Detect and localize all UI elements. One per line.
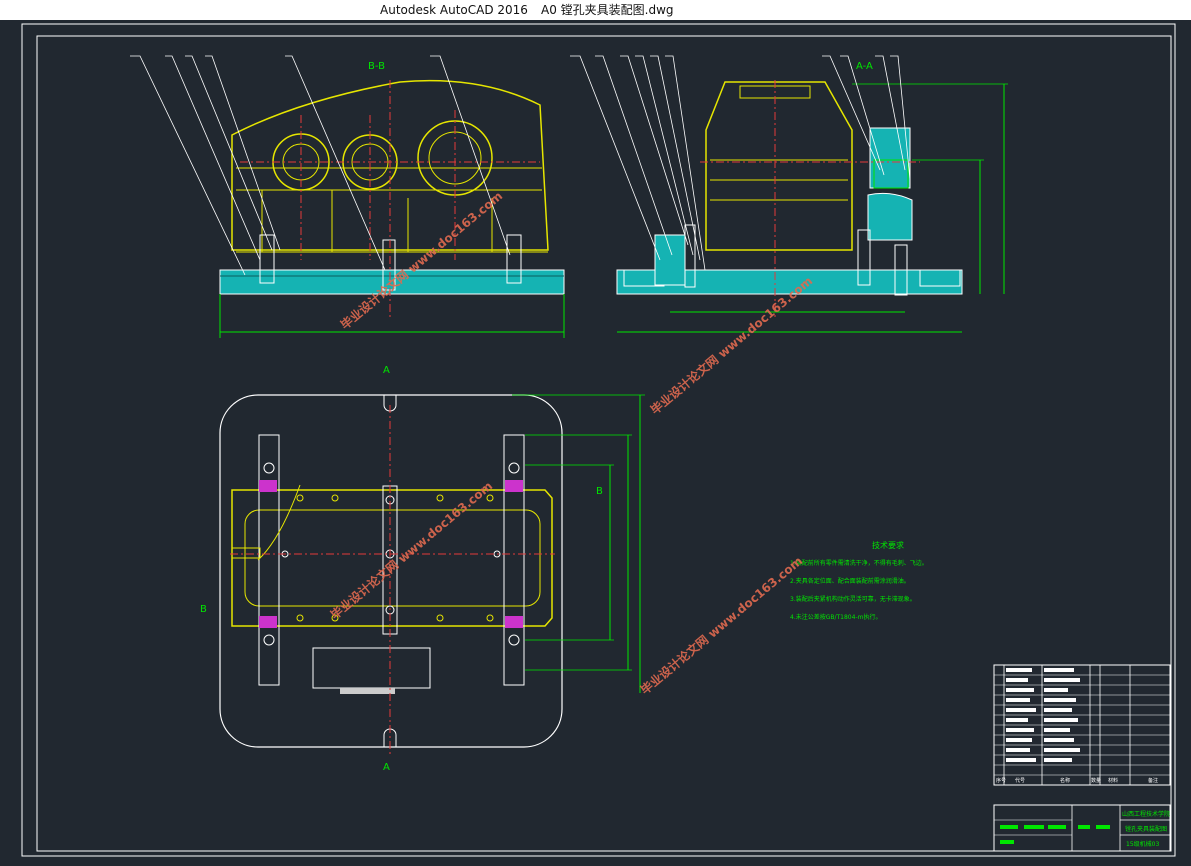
section-view-aa[interactable]: A-A [570,55,1008,333]
locating-block-plan [312,647,431,689]
bom-header-note: 备注 [1148,777,1158,784]
bom-header-qty: 数量 [1091,777,1101,784]
drawing-canvas[interactable]: B-B A-A [0,20,1191,862]
gearbox-housing-aa [705,81,853,251]
gearbox-outline-plan [231,489,553,627]
window-titlebar: Autodesk AutoCAD 2016 A0 镗孔夹具装配图.dwg [0,0,1191,20]
section-view-bb[interactable]: B-B [130,55,565,338]
app-title: Autodesk AutoCAD 2016 [380,3,528,17]
bom-header-material: 材料 [1108,777,1118,784]
cut-marker-a-bottom: A [383,762,390,773]
title-block[interactable]: 山西工程技术学院 镗孔夹具装配图 15级机械03 [993,804,1171,852]
watermark-2: 毕业设计论文网 www.doc163.com [647,273,815,417]
view-title-bb: B-B [368,61,385,72]
tech-req-line-4: 4.未注公差按GB/T1804-m执行。 [790,613,881,621]
gearbox-housing-bb [231,79,549,251]
file-name: A0 镗孔夹具装配图.dwg [541,3,674,17]
bom-header-seq: 序号 [996,777,1006,784]
bom-header-name: 名称 [1060,777,1070,784]
cut-marker-b-left: B [200,604,207,615]
tech-req-line-3: 3.装配后夹紧机构动作灵活可靠，无卡滞现象。 [790,595,916,603]
view-title-aa: A-A [856,61,873,72]
tech-requirements: 技术要求 1.装配前所有零件需清洗干净，不得有毛刺、飞边。 2.夹具各定位面、配… [790,540,928,621]
watermark-1: 毕业设计论文网 www.doc163.com [337,188,505,332]
cut-marker-a-top: A [383,365,390,376]
tech-req-line-2: 2.夹具各定位面、配合面装配前需涂润滑油。 [790,577,910,585]
watermark-4: 毕业设计论文网 www.doc163.com [637,553,805,697]
bom-header-code: 代号 [1015,777,1025,784]
watermarks: 毕业设计论文网 www.doc163.com 毕业设计论文网 www.doc16… [327,188,815,697]
bom-table[interactable]: 序号 代号 名称 数量 材料 备注 [993,664,1171,786]
watermark-3: 毕业设计论文网 www.doc163.com [327,478,495,622]
inner-frame [36,35,1172,852]
outer-frame [21,23,1176,857]
cut-marker-b-right: B [596,486,603,497]
tech-req-title: 技术要求 [872,540,904,550]
tech-req-line-1: 1.装配前所有零件需清洗干净，不得有毛刺、飞边。 [790,559,928,567]
title-class-code: 15级机械03 [1126,840,1159,848]
fixture-base-plan [219,394,563,748]
title-school: 山西工程技术学院 [1122,810,1170,818]
plan-view[interactable]: A A B B [200,365,645,773]
title-drawing-name: 镗孔夹具装配图 [1125,825,1167,833]
